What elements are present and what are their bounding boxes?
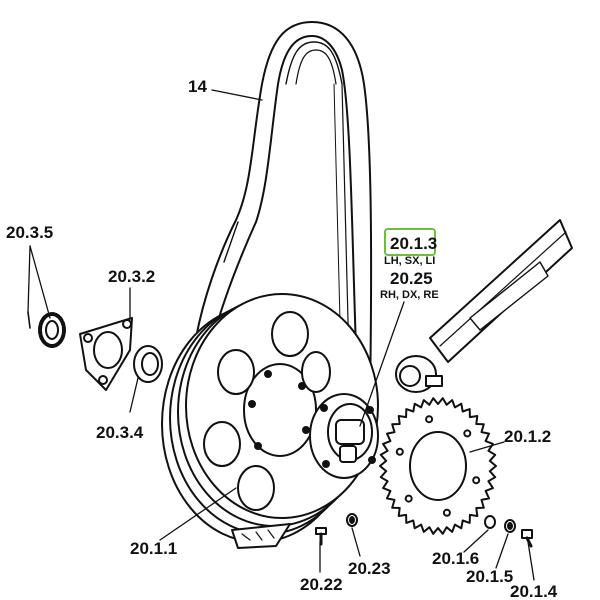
callout-hub-left-side: LH, SX, LI xyxy=(384,255,436,267)
callout-bolt-right: 20.1.4 xyxy=(510,582,558,600)
sprocket-bolt-hole xyxy=(404,494,413,503)
highlight-box xyxy=(384,228,436,256)
washer-20-1-5 xyxy=(504,519,516,533)
hub-assembly xyxy=(309,393,379,479)
callout-nut-right: 20.1.6 xyxy=(432,549,480,568)
sprocket-bolt-hole xyxy=(395,447,404,456)
oil-seal xyxy=(133,345,163,383)
sprocket-bolt-hole xyxy=(442,508,451,517)
sprocket-bolt-hole xyxy=(425,415,434,424)
callout-washer-left: 20.23 xyxy=(348,559,391,578)
callout-sprocket: 20.1.2 xyxy=(504,427,552,446)
swing-arm xyxy=(395,219,573,393)
sprocket-bore xyxy=(409,431,467,501)
bolt-20-22 xyxy=(315,527,327,546)
callout-flange: 20.3.2 xyxy=(108,267,156,286)
callout-belt: 14 xyxy=(188,77,207,96)
callout-washer-right: 20.1.5 xyxy=(466,567,514,586)
callout-bearing: 20.3.5 xyxy=(6,223,54,242)
sprocket-bolt-hole xyxy=(463,429,472,438)
sprocket-bolt-hole xyxy=(472,476,481,485)
callout-hub-left: 20.1.3 xyxy=(390,234,438,253)
leader-lines xyxy=(27,89,535,581)
callout-hub-right: 20.25 xyxy=(390,269,433,288)
bearing xyxy=(27,311,66,348)
bearing-flange xyxy=(79,317,133,391)
callout-pulley: 20.1.1 xyxy=(130,539,178,558)
rear-sprocket xyxy=(379,397,497,535)
callout-bolt-left: 20.22 xyxy=(300,575,343,594)
bolt-20-1-4 xyxy=(521,529,533,548)
nut-20-1-6 xyxy=(484,515,496,529)
callout-hub-right-side: RH, DX, RE xyxy=(380,289,439,301)
washer-20-23 xyxy=(346,513,358,527)
callout-seal: 20.3.4 xyxy=(96,423,144,442)
